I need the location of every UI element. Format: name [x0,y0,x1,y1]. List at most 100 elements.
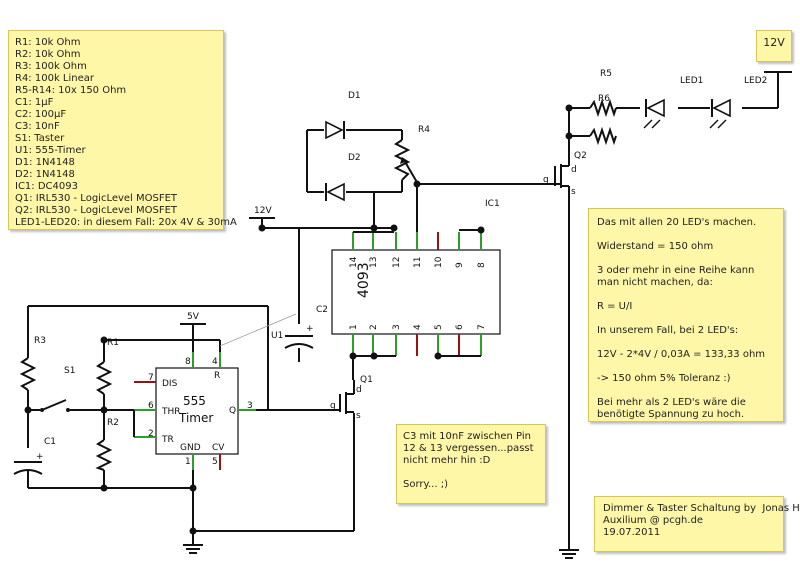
calc-note-line: Bei mehr als 2 LED's wäre die benötigte … [597,397,750,420]
resistor-r2: R2 [95,418,119,471]
calc-note-line: Das mit allen 20 LED's machen. [597,217,757,228]
diode-d2: D2 [325,153,361,202]
diode-d1: D1 [325,91,361,140]
calc-note-line: 3 oder mehr in eine Reihe kann man nicht… [597,265,758,288]
label-u1: U1 [271,331,283,341]
timer-pin-r: R [214,371,220,381]
ic-pin-number: 5 [434,324,444,330]
calc-note-line [597,361,775,373]
q1-gate: g [330,401,336,411]
calc-note-line [597,385,775,397]
label-r6: R6 [598,94,610,104]
timer-pin-4: 4 [212,357,218,367]
calc-note-line [597,229,775,241]
supply-12v-label: 12V [763,36,785,49]
parts-note-line: IC1: DC4093 [15,181,78,192]
parts-note-line: C2: 100µF [15,109,67,120]
resistor-r6: R6 [589,94,617,118]
calc-note-line: R = U/I [597,301,633,312]
timer-pin-cv: CV [212,443,225,453]
wires [27,72,779,550]
calc-note-line: -> 150 ohm 5% Toleranz :) [597,373,731,384]
label-r2: R2 [107,418,119,428]
q1-drain: d [356,385,362,395]
q1-source: s [356,411,361,421]
capacitor-c2: + C2 U1 [219,305,328,362]
label-12v-left: 12V [254,206,272,216]
mosfet-q2: Q2 g d s [540,151,587,197]
parts-note-line: S1: Taster [15,133,65,144]
credit-note-line: 19.07.2011 [603,527,661,538]
resistor-calc-note: Das mit allen 20 LED's machen. Widerstan… [588,208,784,422]
ic-name: 4093 [356,262,372,298]
label-ic1: IC1 [485,199,500,209]
ic-pin-number: 12 [392,257,402,268]
calc-note-line [597,337,775,349]
parts-note-line: R2: 10k Ohm [15,49,81,60]
junction-dots [24,104,573,535]
supply-12v-left: 12V [249,206,275,228]
timer-pin-dis: DIS [162,379,178,389]
q2-drain: d [571,165,577,175]
parts-note-line: R4: 100k Linear [15,73,94,84]
parts-note-line: Q2: IRL530 - LogicLevel MOSFET [15,205,178,216]
calc-note-line: 12V - 2*4V / 0,03A = 133,33 ohm [597,349,766,360]
timer-pin-1: 1 [185,457,191,467]
ic-pin-number: 4 [413,324,423,330]
c3-correction-note: C3 mit 10nF zwischen Pin 12 & 13 vergess… [396,424,546,504]
ic-pin-number: 6 [455,324,465,330]
label-c2: C2 [316,305,328,315]
credit-note-line: Auxilium @ pcgh.de [603,515,704,526]
parts-note-line: R1: 10k Ohm [15,37,81,48]
ic-pin-number: 9 [455,262,465,268]
resistor-r5: R5 [589,69,617,146]
capacitor-c1: + C1 [13,437,56,475]
resistor-r3: R3 [19,336,46,391]
ic-pin-number: 3 [392,324,402,330]
parts-note-line: U1: 555-Timer [15,145,86,156]
timer-pin-3: 3 [247,401,253,411]
label-r5: R5 [600,69,612,79]
label-r3: R3 [34,336,46,346]
parts-note-line: Q1: IRL530 - LogicLevel MOSFET [15,193,178,204]
parts-note-line: D1: 1N4148 [15,157,75,168]
label-5v: 5V [187,312,200,322]
timer-pin-5: 5 [212,457,218,467]
supply-12v-note: 12V [756,30,792,62]
label-led2: LED2 [744,76,767,86]
calc-note-line: In unserem Fall, bei 2 LED's: [597,325,739,336]
ic-pin-number: 7 [477,324,487,330]
calc-note-line: Widerstand = 150 ohm [597,241,714,252]
ic-pin-number: 13 [369,257,379,268]
parts-note-line: R5-R14: 10x 150 Ohm [15,85,127,96]
ic-pin-number: 1 [349,324,359,330]
timer-555: 555 Timer DIS THR TR GND CV R Q 8 4 7 6 … [134,352,256,470]
ground-symbol-left [183,544,203,554]
timer-pin-gnd: GND [180,443,201,453]
resistor-calc-lines: Das mit allen 20 LED's machen. Widerstan… [597,217,775,421]
c3-note-line [403,467,539,479]
resistor-r1: R1 [95,338,119,395]
c1-plus: + [36,452,44,462]
calc-note-line [597,313,775,325]
label-q1: Q1 [360,375,373,385]
calc-note-line [597,289,775,301]
mosfet-q1: Q1 g d s [328,375,373,421]
credit-note-line: Dimmer & Taster Schaltung by Jonas H. [603,503,800,514]
timer-pin-thr: THR [161,407,181,417]
parts-note-line: LED1-LED20: in diesem Fall: 20x 4V & 30m… [15,217,237,228]
q2-source: s [571,187,576,197]
label-d1: D1 [348,91,361,101]
credits-note: Dimmer & Taster Schaltung by Jonas H.Aux… [594,496,800,552]
timer-pin-q: Q [229,406,236,416]
switch-s1: S1 [40,366,75,412]
led-2: LED2 [709,76,767,129]
timer-pin-8: 8 [185,357,191,367]
ic-pin-number: 10 [434,256,444,268]
timer-pin-2: 2 [148,429,154,439]
ground-symbol-right [559,549,579,559]
